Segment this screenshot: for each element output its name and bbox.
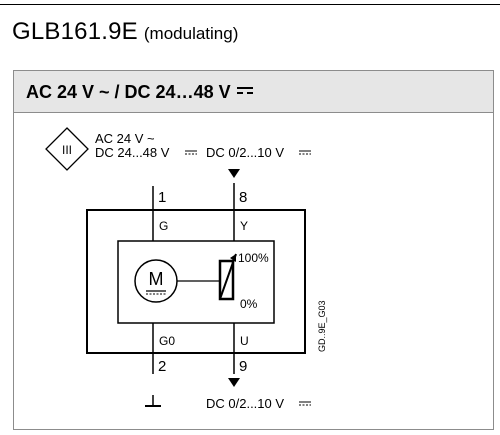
pot-0-label: 0%	[240, 297, 258, 311]
safety-class-iii-icon: III	[45, 127, 89, 171]
supply-line2: DC 24...48 V	[95, 145, 170, 160]
ground-icon	[145, 395, 161, 407]
supply-line1: AC 24 V ~	[95, 131, 155, 146]
terminal-2: 2	[158, 358, 166, 375]
terminal-8: 8	[239, 189, 247, 206]
model-note: (modulating)	[143, 24, 239, 43]
terminal-label-g: G	[159, 219, 168, 233]
page-title: GLB161.9E (modulating)	[12, 18, 238, 46]
motor-icon: M	[134, 259, 178, 303]
input-arrow-icon	[228, 169, 240, 178]
dc-symbol-icon	[299, 150, 311, 155]
wiring-panel: AC 24 V ~ / DC 24…48 V	[13, 70, 494, 430]
terminal-1: 1	[158, 189, 166, 206]
terminal-label-u: U	[240, 334, 249, 348]
output-arrow-icon	[228, 378, 240, 387]
model-name: GLB161.9E	[12, 18, 138, 45]
dc-symbol-icon	[236, 86, 253, 96]
drawing-code: GD..9E_G03	[317, 300, 327, 352]
terminal-label-y: Y	[240, 219, 248, 233]
terminal-label-g0: G0	[159, 334, 175, 348]
pot-100-label: 100%	[238, 251, 269, 265]
top-rule	[0, 4, 500, 5]
dc-symbol-icon	[185, 150, 197, 155]
panel-title-wrap: AC 24 V ~ / DC 24…48 V	[26, 82, 253, 103]
terminal-9: 9	[239, 358, 247, 375]
svg-text:III: III	[62, 143, 72, 157]
panel-header: AC 24 V ~ / DC 24…48 V	[14, 71, 493, 113]
actuator-housing	[86, 209, 306, 354]
panel-title: AC 24 V ~ / DC 24…48 V	[26, 82, 231, 102]
motor-label: M	[149, 269, 164, 289]
dc-symbol-icon	[299, 401, 311, 406]
potentiometer-icon	[218, 253, 237, 301]
output-signal-label: DC 0/2...10 V	[206, 396, 284, 411]
inner-module	[117, 240, 275, 324]
input-signal-label: DC 0/2...10 V	[206, 145, 284, 160]
